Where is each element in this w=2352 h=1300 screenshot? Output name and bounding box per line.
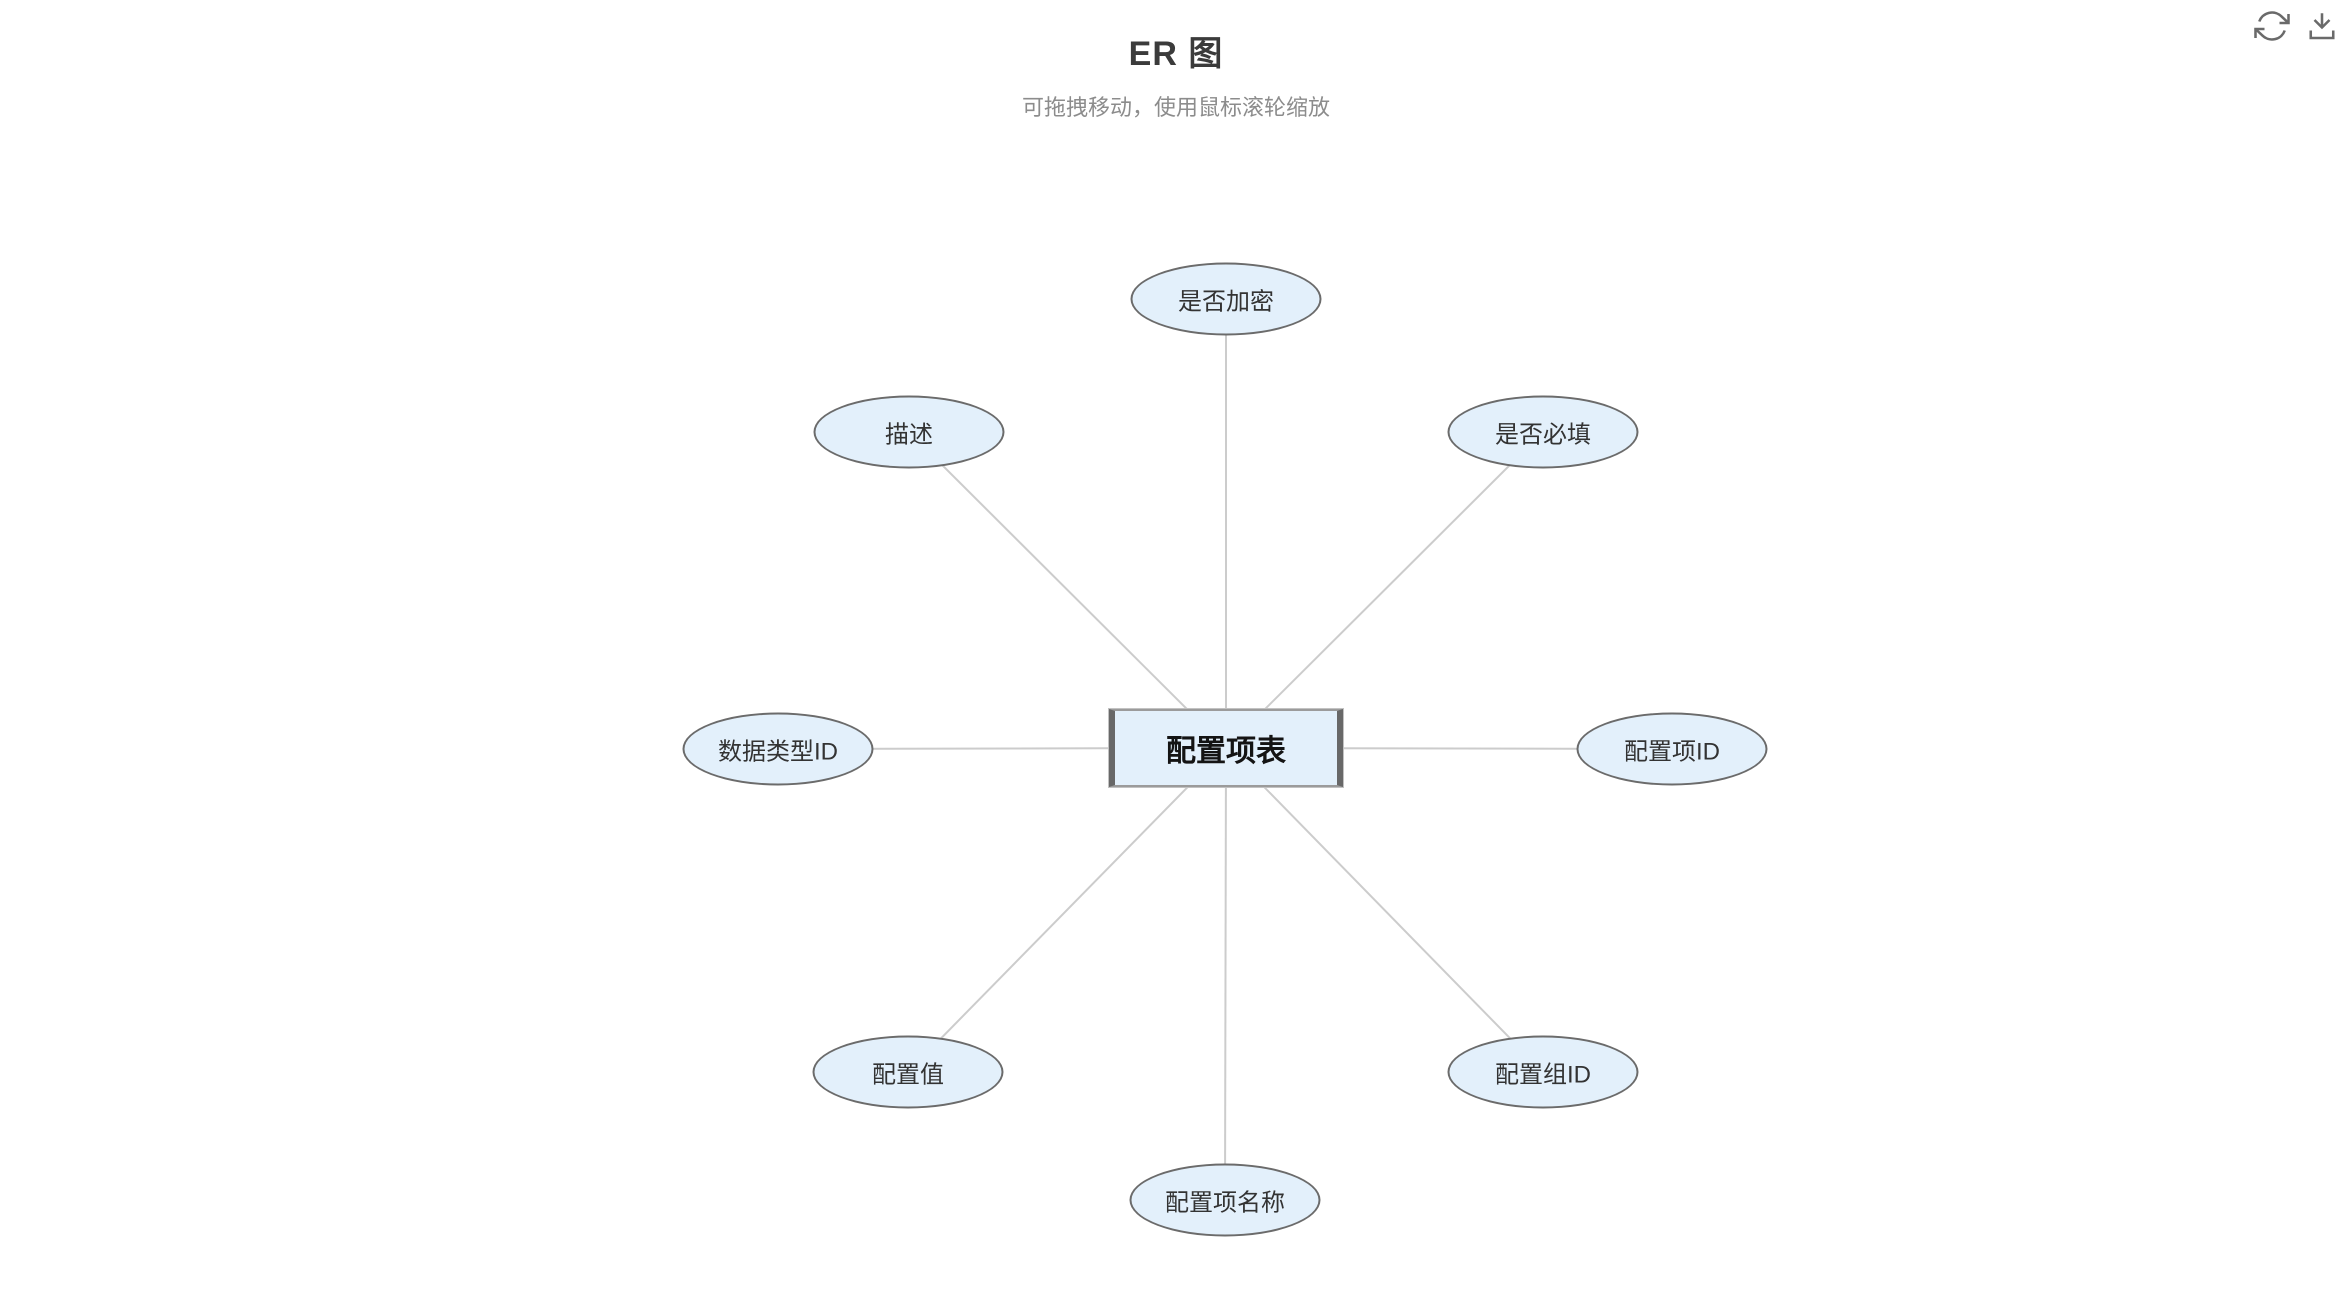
connector-line xyxy=(1224,747,1227,1201)
download-button[interactable] xyxy=(2304,8,2340,44)
connector-line xyxy=(908,431,1227,749)
attribute-node-bottom-right[interactable]: 配置组ID xyxy=(1447,1035,1639,1109)
attribute-node-right[interactable]: 配置项ID xyxy=(1576,712,1768,786)
attribute-node-bottom-left[interactable]: 配置值 xyxy=(812,1035,1004,1109)
attribute-node-left[interactable]: 数据类型ID xyxy=(682,712,874,786)
entity-node[interactable]: 配置项表 xyxy=(1108,708,1344,788)
page-subtitle: 可拖拽移动，使用鼠标滚轮缩放 xyxy=(1021,95,1330,120)
refresh-icon xyxy=(2254,11,2290,41)
attribute-node-top[interactable]: 是否加密 xyxy=(1130,262,1322,336)
refresh-button[interactable] xyxy=(2254,8,2290,44)
attribute-node-top-right[interactable]: 是否必填 xyxy=(1447,395,1639,469)
page-title: ER 图 xyxy=(1128,35,1224,73)
attribute-node-bottom[interactable]: 配置项名称 xyxy=(1129,1163,1321,1237)
connector-line xyxy=(1225,747,1544,1073)
download-icon xyxy=(2309,13,2335,40)
attribute-node-top-left[interactable]: 描述 xyxy=(813,395,1005,469)
connector-line xyxy=(1225,431,1544,749)
toolbar xyxy=(2254,8,2340,44)
header: ER 图 可拖拽移动，使用鼠标滚轮缩放 xyxy=(0,0,2352,122)
connector-line xyxy=(907,747,1227,1073)
